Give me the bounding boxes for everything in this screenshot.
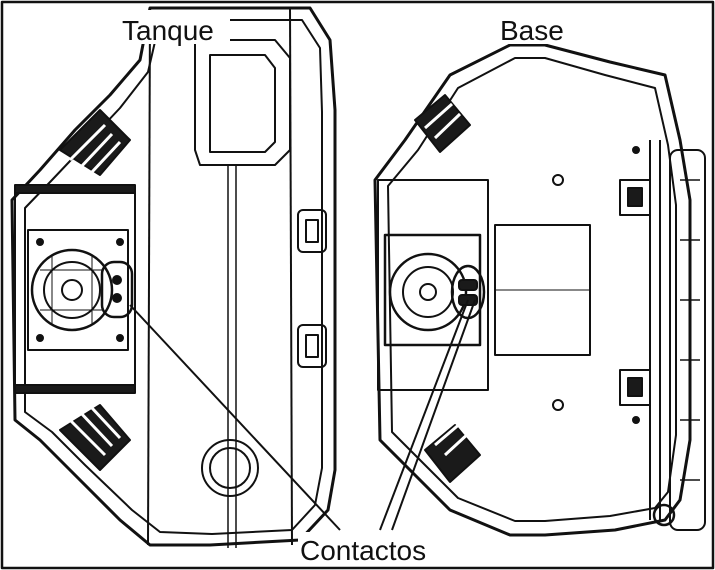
tank-drain-outer — [201, 439, 259, 497]
tank-body-outline — [10, 6, 337, 547]
base-side-cover — [669, 149, 706, 531]
base-inner-outline — [387, 57, 677, 522]
tank-inner-outline — [24, 19, 323, 535]
base-valve-center — [419, 283, 437, 301]
leader-line-base-1 — [379, 299, 469, 531]
tank-latch-upper — [297, 209, 327, 253]
tank-drain-inner — [209, 447, 251, 489]
base-hinge-bottom-ribs — [434, 420, 472, 457]
label-bg-tank — [120, 10, 230, 44]
label-contacts: Contactos — [300, 535, 426, 566]
base-right-rail — [649, 140, 661, 520]
base-valve-plate — [383, 233, 482, 347]
base-connector-lower-pin — [627, 377, 643, 397]
leader-line-base-2 — [391, 299, 476, 531]
tank-screw — [116, 334, 124, 342]
tank-valve-ring — [43, 261, 101, 319]
label-tank: Tanque — [122, 15, 214, 46]
base-hinge-bottom — [424, 424, 481, 483]
tank-valve-center — [61, 279, 83, 301]
base-connector-upper — [619, 179, 651, 216]
base-connector-upper-pin — [627, 187, 643, 207]
tank-contacts-pod — [100, 260, 134, 319]
tank-contact-pin-1 — [112, 275, 122, 285]
tank-spine-left — [147, 7, 151, 546]
base-side-cover-ribs — [680, 179, 700, 481]
tank-band-bottom — [14, 384, 136, 394]
base-hinge-top-ribs — [424, 102, 462, 140]
tank-contact-pin-2 — [112, 293, 122, 303]
base-contact-1 — [458, 279, 478, 291]
label-bg-base — [498, 10, 578, 44]
tank-valve-outer — [30, 248, 114, 332]
leader-line-tank — [129, 304, 341, 531]
base-unit — [373, 43, 706, 537]
label-base: Base — [500, 15, 564, 46]
tank-valve-plate — [27, 229, 129, 351]
base-connector-lower — [619, 369, 651, 406]
base-valve-outer — [388, 252, 468, 332]
tank-unit — [10, 6, 337, 548]
tank-grip-top-ribs — [68, 123, 122, 174]
tank-grip-bottom — [59, 404, 131, 471]
tank-screw — [36, 334, 44, 342]
tank-band-top — [14, 184, 136, 194]
contacts-leaders — [129, 299, 476, 531]
tank-screw — [116, 238, 124, 246]
tank-filler-inner — [209, 54, 276, 153]
tank-latch-lower-inner — [305, 334, 319, 358]
base-hinge-top — [414, 94, 471, 153]
base-screw — [552, 174, 564, 186]
tank-grip-top — [59, 109, 131, 176]
base-body-outline — [373, 43, 692, 537]
tank-valve-ribs — [40, 255, 104, 325]
tank-latch-lower — [297, 324, 327, 368]
base-valve-ring — [402, 266, 454, 318]
tank-latch-upper-inner — [305, 219, 319, 243]
base-screw — [632, 146, 640, 154]
tank-filler-outer — [194, 39, 291, 166]
tank-screw — [36, 238, 44, 246]
label-bg-contacts — [298, 532, 446, 566]
base-corner-knob — [652, 503, 676, 527]
base-screw — [632, 416, 640, 424]
base-screw — [552, 399, 564, 411]
tank-grip-bottom-ribs — [68, 406, 122, 457]
